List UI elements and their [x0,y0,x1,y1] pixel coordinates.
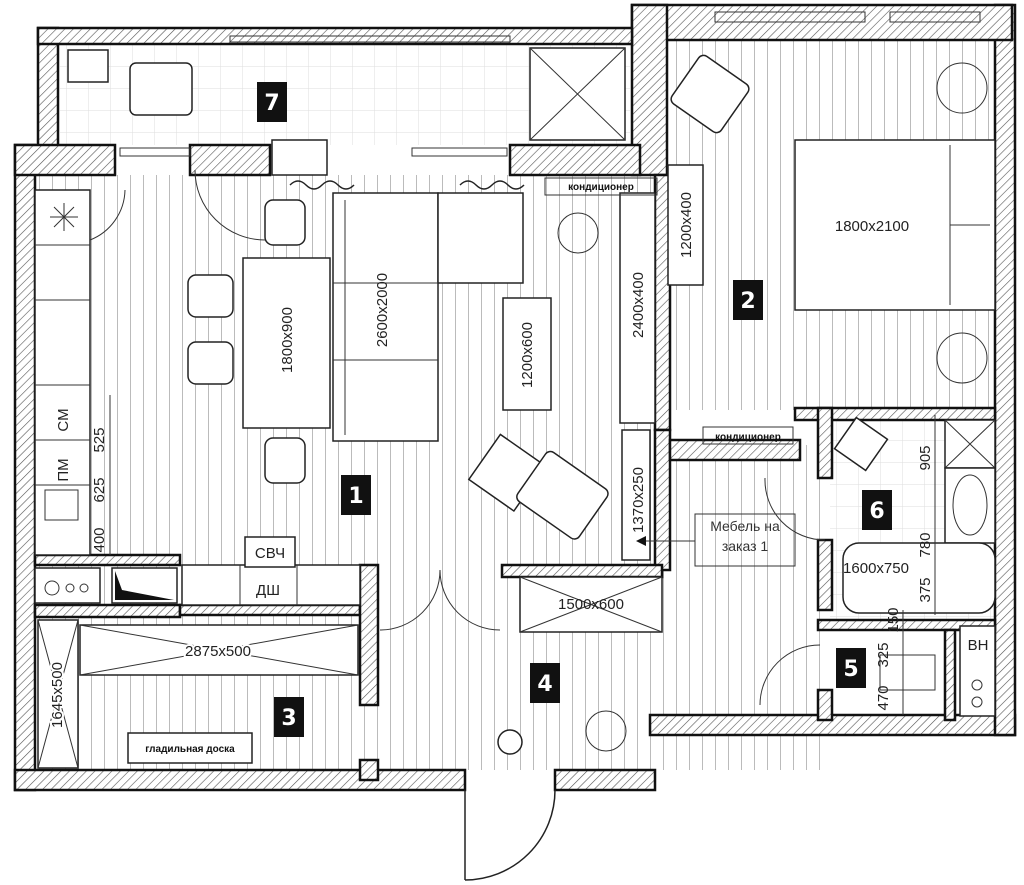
walls [13,3,1017,792]
side-shelf-size-label: 1645x500 [49,662,66,728]
svg-text:375: 375 [917,577,934,602]
svg-text:5: 5 [843,657,858,682]
tv-unit-size-label: 2400x400 [630,272,647,338]
svg-text:150: 150 [885,607,902,632]
dresser-size-label: 1200x400 [678,192,695,258]
microwave-label: СВЧ [255,545,285,562]
sofa-size-label: 2600x2000 [374,273,391,347]
balcony-furniture [67,47,626,176]
bed-size-label: 1800x2100 [835,218,909,235]
bathroom-fixtures [833,416,996,717]
water-heater-label: ВН [968,637,989,654]
svg-text:2: 2 [740,289,755,314]
built-in-dishwasher-label: ПМ [55,458,72,481]
wc-dimensions: 150 325 470 [875,607,904,715]
dishwasher-label: ДШ [256,582,280,599]
ac-living-label: кондиционер [568,182,634,193]
bathroom-dimensions: 905 780 375 [917,415,936,615]
svg-text:325: 325 [875,642,892,667]
windows [119,11,981,157]
hall [37,169,826,881]
shelf-size-label: 2875x500 [185,643,251,660]
wardrobe-size-label: 1500x600 [558,596,624,613]
svg-text:905: 905 [917,445,934,470]
svg-text:625: 625 [91,477,108,502]
kitchen [34,189,361,606]
bedroom-furniture [667,54,996,445]
ironing-board: гладильная доска [127,732,253,764]
room-number-2: 2 [733,280,763,320]
svg-text:470: 470 [875,685,892,710]
ironing-board-label: гладильная доска [145,744,235,755]
svg-text:7: 7 [264,91,279,116]
svg-text:525: 525 [91,427,108,452]
living-furniture [187,177,658,561]
table-size-label: 1800x900 [279,307,296,373]
room-number-5: 5 [836,648,866,688]
svg-text:6: 6 [869,499,884,524]
ac-bedroom-label: кондиционер [715,432,781,443]
svg-text:400: 400 [91,527,108,552]
room-number-4: 4 [530,663,560,703]
washer-label: СМ [55,408,72,431]
niche-size-label: 1370x250 [630,467,647,533]
custom-furniture-label: Мебель на заказ 1 [710,518,780,554]
kitchen-dimensions: 525 625 400 [91,395,111,555]
rug-size-label: 1200x600 [519,322,536,388]
room-number-6: 6 [862,490,892,530]
svg-text:4: 4 [537,672,552,697]
bathtub-size-label: 1600x750 [843,560,909,577]
svg-text:1: 1 [348,484,363,509]
room-number-3: 3 [274,697,304,737]
room-number-7: 7 [257,82,287,122]
room-number-1: 1 [341,475,371,515]
svg-text:3: 3 [281,706,296,731]
custom-furniture-callout: Мебель на заказ 1 [636,513,796,567]
svg-text:780: 780 [917,532,934,557]
